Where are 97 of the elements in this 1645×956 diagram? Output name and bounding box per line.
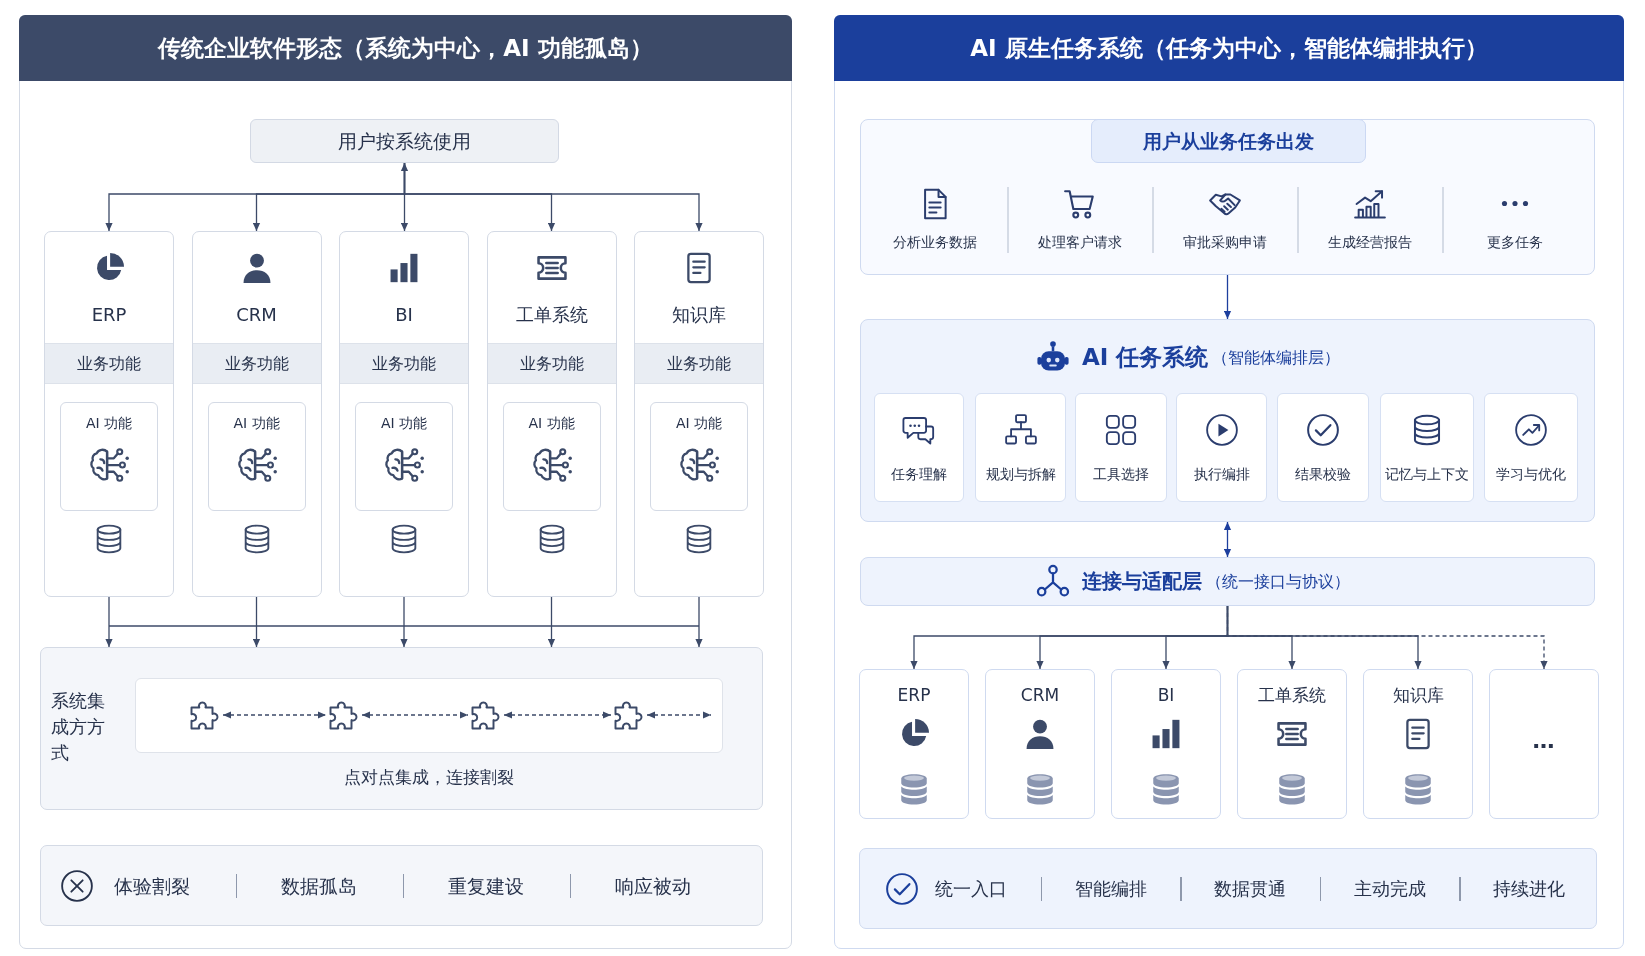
- layer-title: AI 任务系统: [1082, 342, 1209, 372]
- system-name: 工单系统: [1257, 684, 1327, 707]
- task-label: 分析业务数据: [891, 233, 978, 252]
- arrow: [1226, 605, 1548, 670]
- capability-card: [975, 393, 1066, 502]
- ai-feature-box: [650, 402, 748, 511]
- summary-item: 智能编排: [1073, 876, 1148, 901]
- capability-label: 学习与优化: [1495, 465, 1567, 484]
- system-card: [1363, 669, 1473, 819]
- integration-description: 点对点集成，连接割裂: [343, 766, 515, 789]
- capability-card: [1484, 393, 1578, 502]
- capability-label: 任务理解: [890, 465, 948, 484]
- system-column: [486, 231, 617, 597]
- system-name: BI: [394, 303, 414, 327]
- function-band: 业务功能: [635, 343, 763, 384]
- ai-feature-label: AI 功能: [674, 414, 724, 433]
- ai-feature-label: AI 功能: [84, 414, 134, 433]
- summary-item: 体验割裂: [113, 873, 191, 899]
- system-card: [1489, 669, 1599, 819]
- double-arrow: [222, 711, 327, 719]
- double-arrow: [646, 711, 712, 719]
- ai-feature-box: [355, 402, 453, 511]
- system-card: [1237, 669, 1347, 819]
- capability-card: [1176, 393, 1267, 502]
- task-label: 审批采购申请: [1181, 233, 1268, 252]
- function-band: 业务功能: [340, 343, 468, 384]
- panel-header: AI 原生任务系统（任务为中心，智能体编排执行）: [834, 15, 1624, 81]
- double-arrow: [400, 162, 409, 232]
- function-band: 业务功能: [45, 343, 173, 384]
- system-name: 工单系统: [514, 303, 589, 327]
- system-card: [859, 669, 969, 819]
- arrow: [400, 596, 408, 648]
- entry-box: 用户按系统使用: [250, 119, 559, 163]
- system-column: [191, 231, 322, 597]
- capability-label: 结果校验: [1294, 465, 1352, 484]
- capability-label: 规划与拆解: [984, 465, 1057, 484]
- system-column: [339, 231, 469, 597]
- task-label: 生成经营报告: [1326, 233, 1413, 252]
- section-label: 系统集成方方式: [51, 689, 106, 765]
- layer-subtitle: （统一接口与协议）: [1206, 571, 1350, 593]
- ai-feature-label: AI 功能: [379, 414, 429, 433]
- task-label: 处理客户请求: [1036, 233, 1123, 252]
- more-label: …: [1531, 727, 1557, 755]
- arrow: [547, 596, 556, 648]
- summary-item: 主动完成: [1352, 876, 1427, 901]
- system-column: [44, 231, 174, 597]
- function-band: 业务功能: [487, 343, 616, 384]
- arrow: [105, 596, 113, 648]
- system-column: [634, 231, 764, 597]
- ai-feature-label: AI 功能: [232, 414, 281, 433]
- layer-subtitle: （智能体编排层）: [1212, 347, 1341, 369]
- system-name: ERP: [90, 303, 128, 327]
- capability-card: [1277, 393, 1369, 502]
- panel-header: 传统企业软件形态（系统为中心，AI 功能孤岛）: [19, 15, 792, 81]
- summary-item: 持续进化: [1492, 876, 1566, 901]
- comparison-panel: [19, 15, 792, 949]
- system-name: 知识库: [1391, 684, 1445, 707]
- summary-item: 数据孤岛: [280, 873, 358, 899]
- task-group-panel: [860, 119, 1595, 275]
- double-arrow: [1223, 521, 1232, 558]
- ai-feature-box: [502, 402, 601, 511]
- capability-card: [1075, 393, 1167, 502]
- system-card: [1111, 669, 1221, 819]
- ai-feature-box: [207, 402, 306, 511]
- task-label: 更多任务: [1485, 233, 1544, 252]
- layer-title: 连接与适配层: [1082, 567, 1202, 595]
- summary-item: 响应被动: [614, 873, 692, 899]
- adapter-layer-bar: [860, 557, 1595, 606]
- summary-bar: [40, 845, 763, 926]
- integration-panel: [40, 647, 763, 810]
- summary-bar: [859, 848, 1597, 929]
- summary-item: 数据贯通: [1213, 876, 1287, 901]
- system-name: ERP: [896, 684, 932, 707]
- double-arrow: [503, 711, 612, 719]
- capability-card: [874, 393, 964, 502]
- summary-item: 重复建设: [447, 873, 525, 899]
- ai-feature-box: [60, 402, 158, 511]
- arrow: [403, 162, 703, 232]
- system-name: CRM: [1019, 684, 1061, 707]
- arrow: [1223, 274, 1232, 320]
- comparison-panel: [834, 15, 1624, 949]
- system-name: CRM: [235, 303, 278, 327]
- capability-label: 执行编排: [1192, 465, 1251, 484]
- capability-label: 工具选择: [1092, 465, 1150, 484]
- system-name: BI: [1156, 684, 1176, 707]
- summary-item: 统一入口: [934, 876, 1008, 901]
- capability-card: [1380, 393, 1474, 502]
- ai-feature-label: AI 功能: [527, 414, 576, 433]
- system-name: 知识库: [671, 303, 727, 327]
- capability-label: 记忆与上下文: [1384, 465, 1470, 484]
- system-card: [985, 669, 1095, 819]
- group-tab: 用户从业务任务出发: [1091, 119, 1366, 163]
- arrow: [252, 596, 261, 648]
- arrow: [695, 596, 703, 648]
- double-arrow: [361, 711, 469, 719]
- orchestration-layer-panel: [860, 319, 1595, 522]
- function-band: 业务功能: [192, 343, 321, 384]
